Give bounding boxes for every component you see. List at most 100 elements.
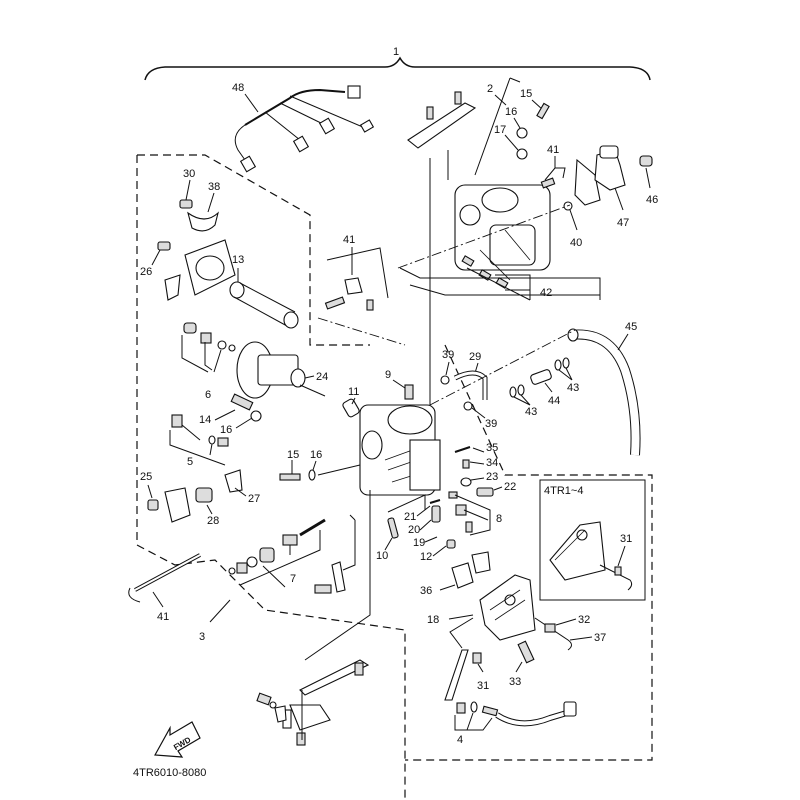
part-46-screw — [639, 155, 653, 167]
callout-27: 27 — [248, 493, 260, 505]
callout-41: 41 — [547, 144, 559, 156]
lever-bolt — [314, 584, 332, 594]
callout-43-left: 43 — [525, 406, 537, 418]
part-4-set — [454, 701, 577, 731]
callout-7: 7 — [290, 573, 296, 585]
part-23-washer — [460, 477, 472, 487]
callout-41-mid: 41 — [343, 234, 355, 246]
choke-lever — [331, 561, 346, 593]
part-5-set — [169, 414, 229, 466]
callout-15-mid: 15 — [287, 449, 299, 461]
callout-5: 5 — [187, 456, 193, 468]
callout-31-inset: 31 — [620, 533, 632, 545]
inset-label: 4TR1~4 — [544, 485, 583, 497]
callout-34: 34 — [486, 457, 498, 469]
callout-39-bottom: 39 — [485, 418, 497, 430]
part-8-set — [448, 491, 491, 536]
part-9-screw — [404, 384, 414, 400]
callout-25: 25 — [140, 471, 152, 483]
part-10-needle — [387, 517, 399, 539]
part-38-clip — [187, 211, 219, 232]
throttle-lever — [574, 158, 601, 206]
part-11-cylinder — [342, 398, 360, 418]
part-22-bolt — [476, 487, 494, 497]
callout-8: 8 — [496, 513, 502, 525]
callout-24: 24 — [316, 371, 328, 383]
part-41-bracket — [344, 277, 363, 295]
callout-29: 29 — [469, 351, 481, 363]
main-carburetor — [359, 404, 441, 496]
subassembly-3-boundary — [136, 154, 406, 800]
part-13-tube — [229, 281, 299, 329]
subassembly-right-boundary — [405, 344, 653, 761]
callout-32: 32 — [578, 614, 590, 626]
callout-6: 6 — [205, 389, 211, 401]
callout-31: 31 — [477, 680, 489, 692]
callout-33: 33 — [509, 676, 521, 688]
part-12-screw — [446, 539, 456, 549]
callout-44: 44 — [548, 395, 560, 407]
callout-38: 38 — [208, 181, 220, 193]
callout-16-left: 16 — [220, 424, 232, 436]
callout-14: 14 — [199, 414, 211, 426]
callout-9: 9 — [385, 369, 391, 381]
callout-22: 22 — [504, 481, 516, 493]
inset-4tr1-4 — [539, 479, 646, 601]
part-27-plate — [224, 469, 243, 493]
part-18-cover — [479, 574, 536, 641]
callout-42: 42 — [540, 287, 552, 299]
part-17-ring — [516, 148, 528, 160]
part-36-cap — [451, 562, 474, 589]
callout-45: 45 — [625, 321, 637, 333]
callout-37: 37 — [594, 632, 606, 644]
part-14-screw — [230, 393, 254, 411]
callout-16: 16 — [505, 106, 517, 118]
callout-4: 4 — [457, 734, 463, 746]
linkage-line — [397, 204, 571, 269]
part-6-set — [181, 322, 236, 373]
part-41-rod — [128, 553, 201, 603]
callout-41-bottom: 41 — [157, 611, 169, 623]
callout-18: 18 — [427, 614, 439, 626]
part-32-screw — [544, 623, 556, 633]
assembly-brace — [144, 56, 651, 81]
callout-35: 35 — [486, 442, 498, 454]
callout-11: 11 — [348, 386, 359, 398]
part-34-screw — [462, 459, 470, 469]
callout-28: 28 — [207, 515, 219, 527]
callout-46: 46 — [646, 194, 658, 206]
part-33-screw — [517, 640, 535, 664]
callout-21: 21 — [404, 511, 416, 523]
part-44-fitting — [530, 369, 552, 385]
part-37-spring — [534, 617, 572, 651]
part-48-wire-harness — [234, 85, 375, 173]
callout-2: 2 — [487, 83, 493, 95]
callout-17: 17 — [494, 124, 506, 136]
part-15-mid-screw — [279, 473, 301, 481]
callout-48: 48 — [232, 82, 244, 94]
part-28-spring — [195, 487, 213, 503]
callout-47: 47 — [617, 217, 629, 229]
callout-1: 1 — [393, 46, 399, 58]
callout-26: 26 — [140, 266, 152, 278]
callout-39-top: 39 — [442, 349, 454, 361]
part-7-set — [228, 518, 326, 588]
fwd-arrow-icon — [154, 721, 201, 758]
figure-code: 4TR6010-8080 — [133, 767, 206, 779]
part-24-diaphragm-piston — [236, 341, 326, 399]
part-25-screw — [147, 499, 159, 511]
part-16-washer — [516, 127, 528, 139]
part-20-jet — [431, 505, 441, 523]
part-15-screw — [536, 102, 550, 120]
callout-30: 30 — [183, 168, 195, 180]
callout-19: 19 — [413, 537, 425, 549]
callout-12: 12 — [420, 551, 432, 563]
link-rod — [444, 649, 469, 701]
callout-23: 23 — [486, 471, 498, 483]
callout-40: 40 — [570, 237, 582, 249]
cover-plate — [164, 487, 191, 523]
callout-10: 10 — [376, 550, 388, 562]
part-31-screw — [472, 652, 482, 664]
callout-16-mid: 16 — [310, 449, 322, 461]
